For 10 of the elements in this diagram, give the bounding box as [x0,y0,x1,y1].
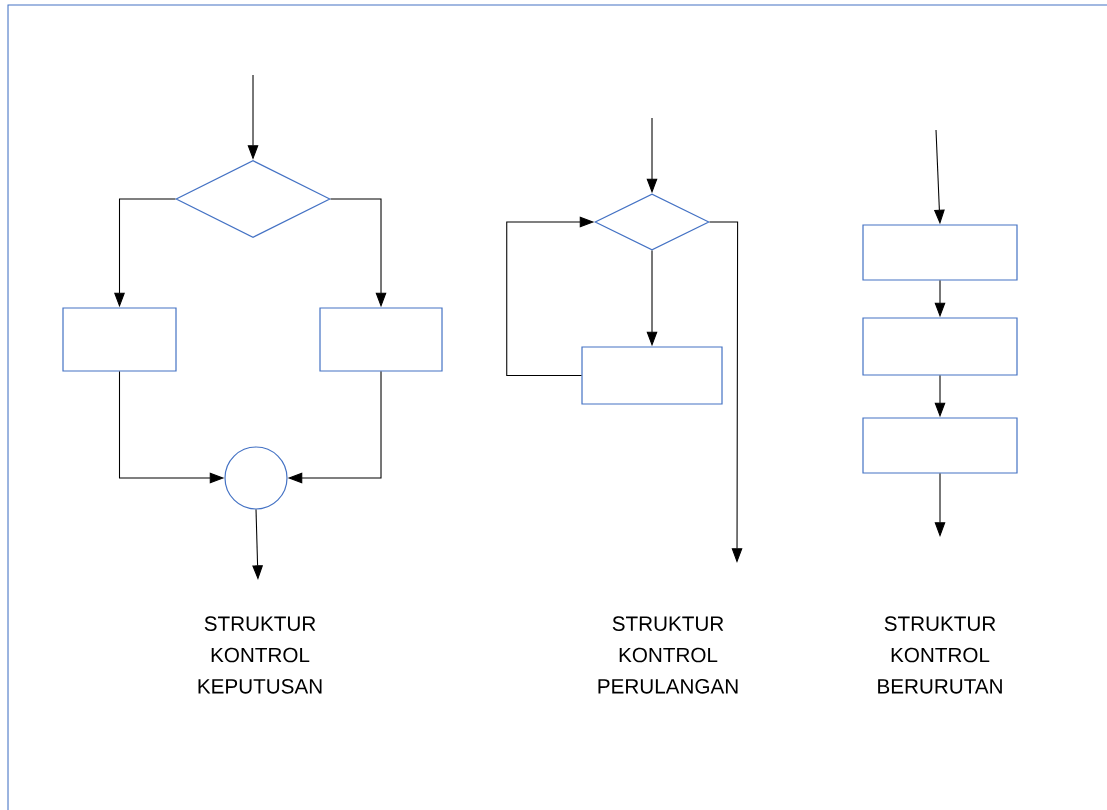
caption: STRUKTUR KONTROL BERURUTAN [878,616,1002,694]
process-box [319,307,443,372]
caption: STRUKTUR KONTROL KEPUTUSAN [198,616,322,694]
process-box [862,224,1018,281]
caption: STRUKTUR KONTROL PERULANGAN [598,616,738,694]
connector-circle [224,446,288,510]
process-box [862,417,1018,474]
process-box [62,307,177,372]
process-box [581,346,723,405]
process-box [862,317,1018,376]
